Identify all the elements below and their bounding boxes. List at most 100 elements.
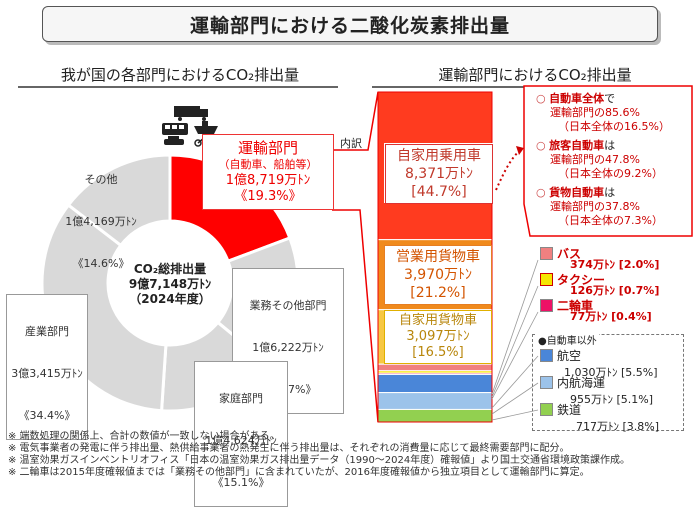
- page-title-text: 運輸部門における二酸化炭素排出量: [189, 14, 510, 37]
- callout-2-l2: 運輸部門の37.8%: [550, 200, 640, 213]
- callout-1-rest: は: [604, 139, 616, 152]
- legend-shipping: 内航海運 955万ﾄﾝ [5.1%]: [540, 374, 680, 406]
- legend-connector-3: [491, 355, 539, 409]
- seg-label-commercial-freight-pct: [21.2%]: [410, 285, 466, 301]
- legend-bus-name: バス: [557, 247, 582, 261]
- legend-twowheel: 二輪車: [540, 297, 690, 317]
- callout-item-freight: ○ 貨物自動車は 運輸部門の37.8% （日本全体の7.3%）: [536, 186, 686, 228]
- slice-label-industry-name: 産業部門: [25, 325, 69, 338]
- slice-label-transport: 運輸部門 （自動車、船舶等） 1億8,719万ﾄﾝ 《19.3%》: [202, 134, 334, 210]
- legend-rail-name: 鉄道: [557, 403, 582, 417]
- slice-label-industry-pct: 《34.4%》: [18, 409, 76, 422]
- slice-label-transport-sub: （自動車、船舶等）: [218, 158, 318, 171]
- car-icon: [164, 136, 184, 145]
- legend-connector-0: [491, 259, 539, 395]
- seg-label-private-freight-value: 3,097万ﾄﾝ: [406, 329, 470, 344]
- legend-twowheel-name: 二輪車: [557, 299, 594, 313]
- callout-item-passenger: ○ 旅客自動車は 運輸部門の47.8% （日本全体の9.2%）: [536, 139, 686, 181]
- seg-label-private-car-pct: [44.7%]: [411, 184, 467, 200]
- legend-rail-swatch: [540, 403, 553, 416]
- callout-shape: [523, 85, 693, 237]
- legend-bus-value: 374万ﾄﾝ [2.0%]: [570, 258, 660, 271]
- note-2: ※ 電気事業者の発電に伴う排出量、熱供給事業者の熱発生に伴う排出量は、それぞれの…: [8, 443, 570, 454]
- slice-label-business-value: 1億6,222万ﾄﾝ: [252, 341, 324, 354]
- callout-0-rest: で: [604, 92, 616, 105]
- legend-air-name: 航空: [557, 349, 582, 363]
- legend-twowheel-value: 77万ﾄﾝ [0.4%]: [570, 310, 652, 323]
- slice-label-industry-value: 3億3,415万ﾄﾝ: [11, 367, 83, 380]
- callout-2-l3: （日本全体の7.3%）: [558, 214, 663, 227]
- other-legend-box: [532, 334, 684, 431]
- legend-taxi-value: 126万ﾄﾝ [0.7%]: [570, 284, 660, 297]
- seg-label-private-car-name: 自家用乗用車: [397, 148, 481, 164]
- callout-arrow: [495, 149, 521, 191]
- legend-bus: バス: [540, 245, 690, 265]
- right-heading: 運輸部門におけるCO₂排出量: [438, 66, 632, 84]
- seg-label-private-car: 自家用乗用車 8,371万ﾄﾝ [44.7%]: [384, 143, 494, 204]
- slice-label-household-value: 1億4,624万ﾄﾝ: [205, 434, 277, 447]
- seg-label-commercial-freight-name: 営業用貨物車: [396, 249, 480, 265]
- slice-label-transport-value: 1億8,719万ﾄﾝ: [225, 173, 311, 188]
- transport-breakdown-connector: [332, 91, 379, 151]
- pie-slice-4: [66, 153, 172, 248]
- legend-taxi-name: タクシー: [557, 273, 606, 287]
- legend-taxi-swatch: [540, 273, 553, 286]
- callout-1-l3: （日本全体の9.2%）: [558, 167, 663, 180]
- legend-shipping-swatch: [540, 376, 553, 389]
- bus-icon: [162, 123, 188, 135]
- slice-label-business-name: 業務その他部門: [249, 299, 327, 312]
- truck-icon: [174, 106, 208, 121]
- seg-label-commercial-freight: 営業用貨物車 3,970万ﾄﾝ [21.2%]: [384, 245, 492, 305]
- legend-rail-value: 717万ﾄﾝ [3.8%]: [576, 420, 660, 433]
- legend-air-swatch: [540, 349, 553, 362]
- pie-center-line3: （2024年度）: [129, 292, 211, 306]
- callout-arrow-head: [516, 146, 524, 155]
- page-title: 運輸部門における二酸化炭素排出量: [42, 6, 658, 42]
- slice-label-transport-name: 運輸部門: [237, 139, 298, 157]
- pie-center-line1: CO₂総排出量: [133, 262, 207, 276]
- legend-shipping-value: 955万ﾄﾝ [5.1%]: [570, 393, 654, 406]
- bar-segment-8: [377, 408, 493, 423]
- legend-air-value: 1,030万ﾄﾝ [5.5%]: [564, 366, 658, 379]
- seg-label-private-freight-pct: [16.5%]: [412, 345, 464, 360]
- slice-label-other-name: その他: [84, 173, 118, 186]
- legend-twowheel-swatch: [540, 299, 553, 312]
- transport-breakdown-connector-lower: [332, 209, 379, 423]
- pie-center-line2: 9億7,148万ﾄﾝ: [128, 277, 212, 291]
- legend-air: 航空 1,030万ﾄﾝ [5.5%]: [540, 347, 680, 379]
- ship-icon: [194, 121, 218, 134]
- callout-item-all-cars: ○ 自動車全体で 運輸部門の85.6% （日本全体の16.5%）: [536, 92, 686, 134]
- callout-0-l3: （日本全体の16.5%）: [558, 120, 670, 133]
- other-legend-heading: ●自動車以外: [536, 332, 599, 347]
- slice-label-other: その他 1億4,169万ﾄﾝ 《14.6%》: [56, 145, 146, 285]
- legend-shipping-name: 内航海運: [557, 376, 606, 390]
- callout-2-head: 貨物自動車: [549, 186, 605, 199]
- legend-connector-4: [491, 382, 539, 415]
- slice-label-household-pct: 《15.1%》: [212, 476, 270, 489]
- bar-segment-3: [377, 363, 493, 372]
- legend-connector-1: [491, 285, 539, 398]
- legend-connector-5: [491, 409, 539, 421]
- seg-label-commercial-freight-value: 3,970万ﾄﾝ: [403, 267, 473, 283]
- note-1: ※ 端数処理の関係上、合計の数値が一致しない場合がある。: [8, 431, 280, 442]
- left-heading: 我が国の各部門におけるCO₂排出量: [60, 66, 300, 84]
- callout-1-l2: 運輸部門の47.8%: [550, 153, 640, 166]
- small-legend: バス 374万ﾄﾝ [2.0%] タクシー 126万ﾄﾝ [0.7%] 二輪車 …: [540, 245, 690, 323]
- legend-connector-2: [491, 311, 539, 400]
- legend-bus-swatch: [540, 247, 553, 260]
- seg-label-private-freight-name: 自家用貨物車: [398, 313, 477, 328]
- seg-label-private-car-value: 8,371万ﾄﾝ: [404, 166, 474, 182]
- legend-taxi: タクシー: [540, 271, 690, 291]
- pie-center-label: CO₂総排出量 9億7,148万ﾄﾝ （2024年度）: [100, 262, 240, 307]
- naiyaku-label: 内訳: [340, 137, 362, 150]
- bar-segment-7: [377, 392, 493, 410]
- slice-label-household: 家庭部門 1億4,624万ﾄﾝ 《15.1%》: [194, 361, 288, 507]
- seg-label-private-freight: 自家用貨物車 3,097万ﾄﾝ [16.5%]: [384, 310, 492, 364]
- callout-0-l2: 運輸部門の85.6%: [550, 106, 640, 119]
- slice-label-other-value: 1億4,169万ﾄﾝ: [65, 215, 137, 228]
- slice-label-industry: 産業部門 3億3,415万ﾄﾝ 《34.4%》: [6, 294, 88, 440]
- callout-1-head: 旅客自動車: [549, 139, 605, 152]
- legend-rail: 鉄道 717万ﾄﾝ [3.8%]: [540, 401, 680, 433]
- callout-2-rest: は: [604, 186, 616, 199]
- bar-outline: [377, 91, 493, 423]
